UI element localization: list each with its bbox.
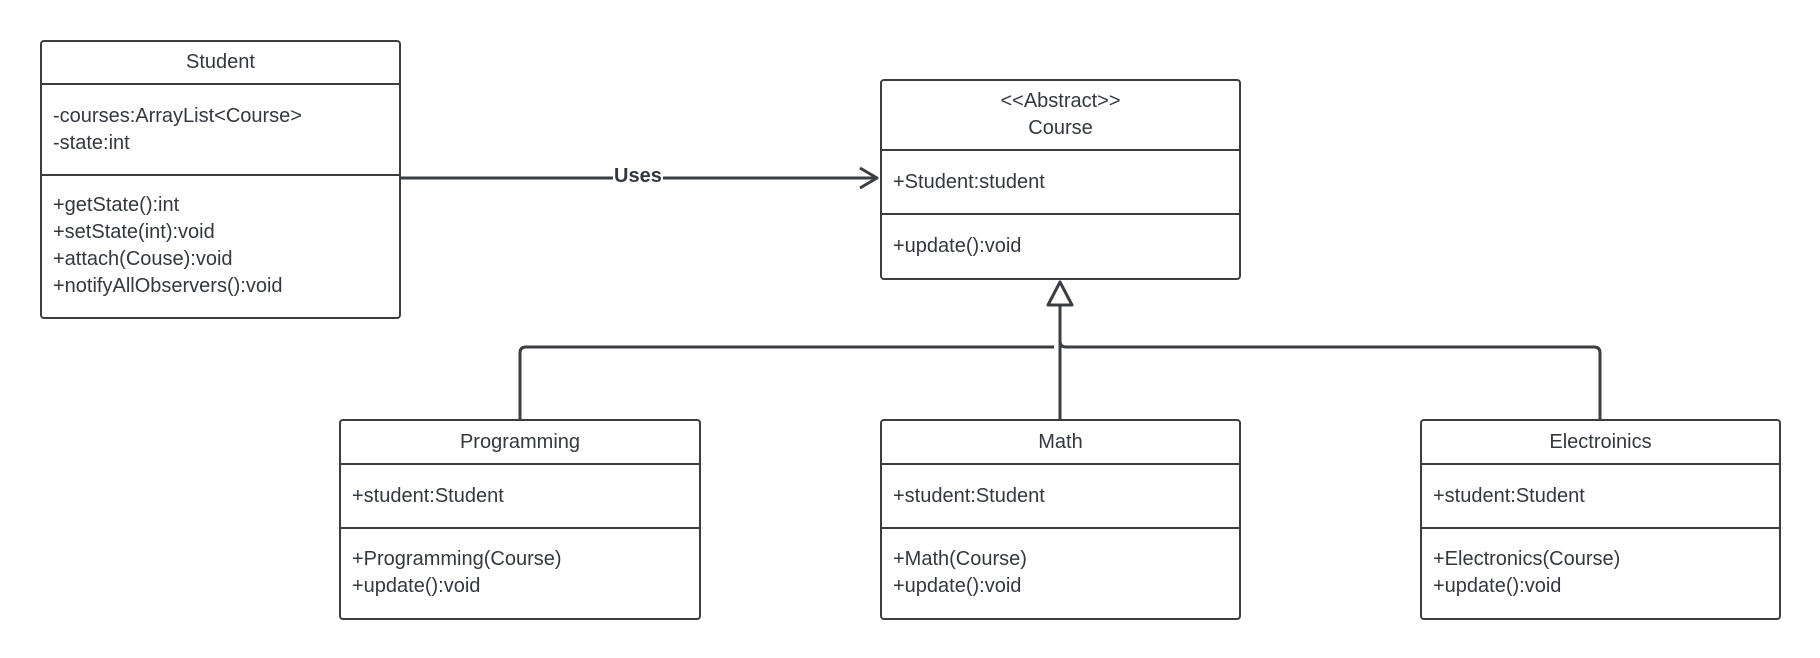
class-course-methods: +update():void — [882, 215, 1239, 277]
method: +attach(Couse):void — [53, 248, 233, 270]
method: +update():void — [352, 575, 481, 597]
class-name: Course — [1028, 117, 1093, 139]
class-name: Programming — [459, 430, 581, 453]
method: +update():void — [1433, 575, 1562, 597]
class-programming-attributes: +student:Student — [341, 465, 699, 529]
uses-label: Uses — [613, 165, 663, 187]
class-course-attributes: +Student:student — [882, 151, 1239, 215]
class-programming-header: Programming — [341, 421, 699, 465]
class-electronics-header: Electroinics — [1422, 421, 1779, 465]
class-course-header: <<Abstract>> Course — [882, 81, 1239, 151]
uses-arrowhead — [859, 166, 879, 190]
method: +update():void — [893, 575, 1022, 597]
method: +Electronics(Course) — [1433, 548, 1621, 570]
method: +Programming(Course) — [352, 548, 562, 570]
class-electronics-methods: +Electronics(Course) +update():void — [1422, 529, 1779, 617]
attribute: +student:Student — [352, 484, 504, 507]
class-student-methods: +getState():int +setState(int):void +att… — [42, 176, 399, 316]
class-programming[interactable]: Programming +student:Student +Programmin… — [339, 419, 701, 620]
class-course[interactable]: <<Abstract>> Course +Student:student +up… — [880, 79, 1241, 280]
class-math-attributes: +student:Student — [882, 465, 1239, 529]
class-electronics-attributes: +student:Student — [1422, 465, 1779, 529]
class-electronics[interactable]: Electroinics +student:Student +Electroni… — [1420, 419, 1781, 620]
class-student-attributes: -courses:ArrayList<Course> -state:int — [42, 85, 399, 176]
class-name: Student — [186, 51, 255, 73]
attribute: +student:Student — [893, 484, 1045, 507]
class-stereotype: <<Abstract>> — [1000, 90, 1121, 112]
attribute: +student:Student — [1433, 484, 1585, 507]
method: +getState():int — [53, 194, 180, 216]
inheritance-branch-electronics — [1058, 340, 1602, 420]
attribute: +Student:student — [893, 170, 1045, 193]
attribute: -courses:ArrayList<Course> — [53, 104, 302, 127]
inheritance-branch-programming — [518, 345, 1054, 420]
class-programming-methods: +Programming(Course) +update():void — [341, 529, 699, 617]
class-math-methods: +Math(Course) +update():void — [882, 529, 1239, 617]
inheritance-triangle — [1046, 280, 1074, 307]
class-name: Math — [1038, 430, 1083, 453]
class-math-header: Math — [882, 421, 1239, 465]
class-student-header: Student — [42, 42, 399, 85]
method: +Math(Course) — [893, 548, 1027, 570]
class-math[interactable]: Math +student:Student +Math(Course) +upd… — [880, 419, 1241, 620]
method: +notifyAllObservers():void — [53, 275, 283, 297]
class-name: Electroinics — [1549, 430, 1652, 453]
attribute: -state:int — [53, 131, 130, 154]
class-student[interactable]: Student -courses:ArrayList<Course> -stat… — [40, 40, 401, 319]
method: +setState(int):void — [53, 221, 215, 243]
method: +update():void — [893, 234, 1022, 257]
